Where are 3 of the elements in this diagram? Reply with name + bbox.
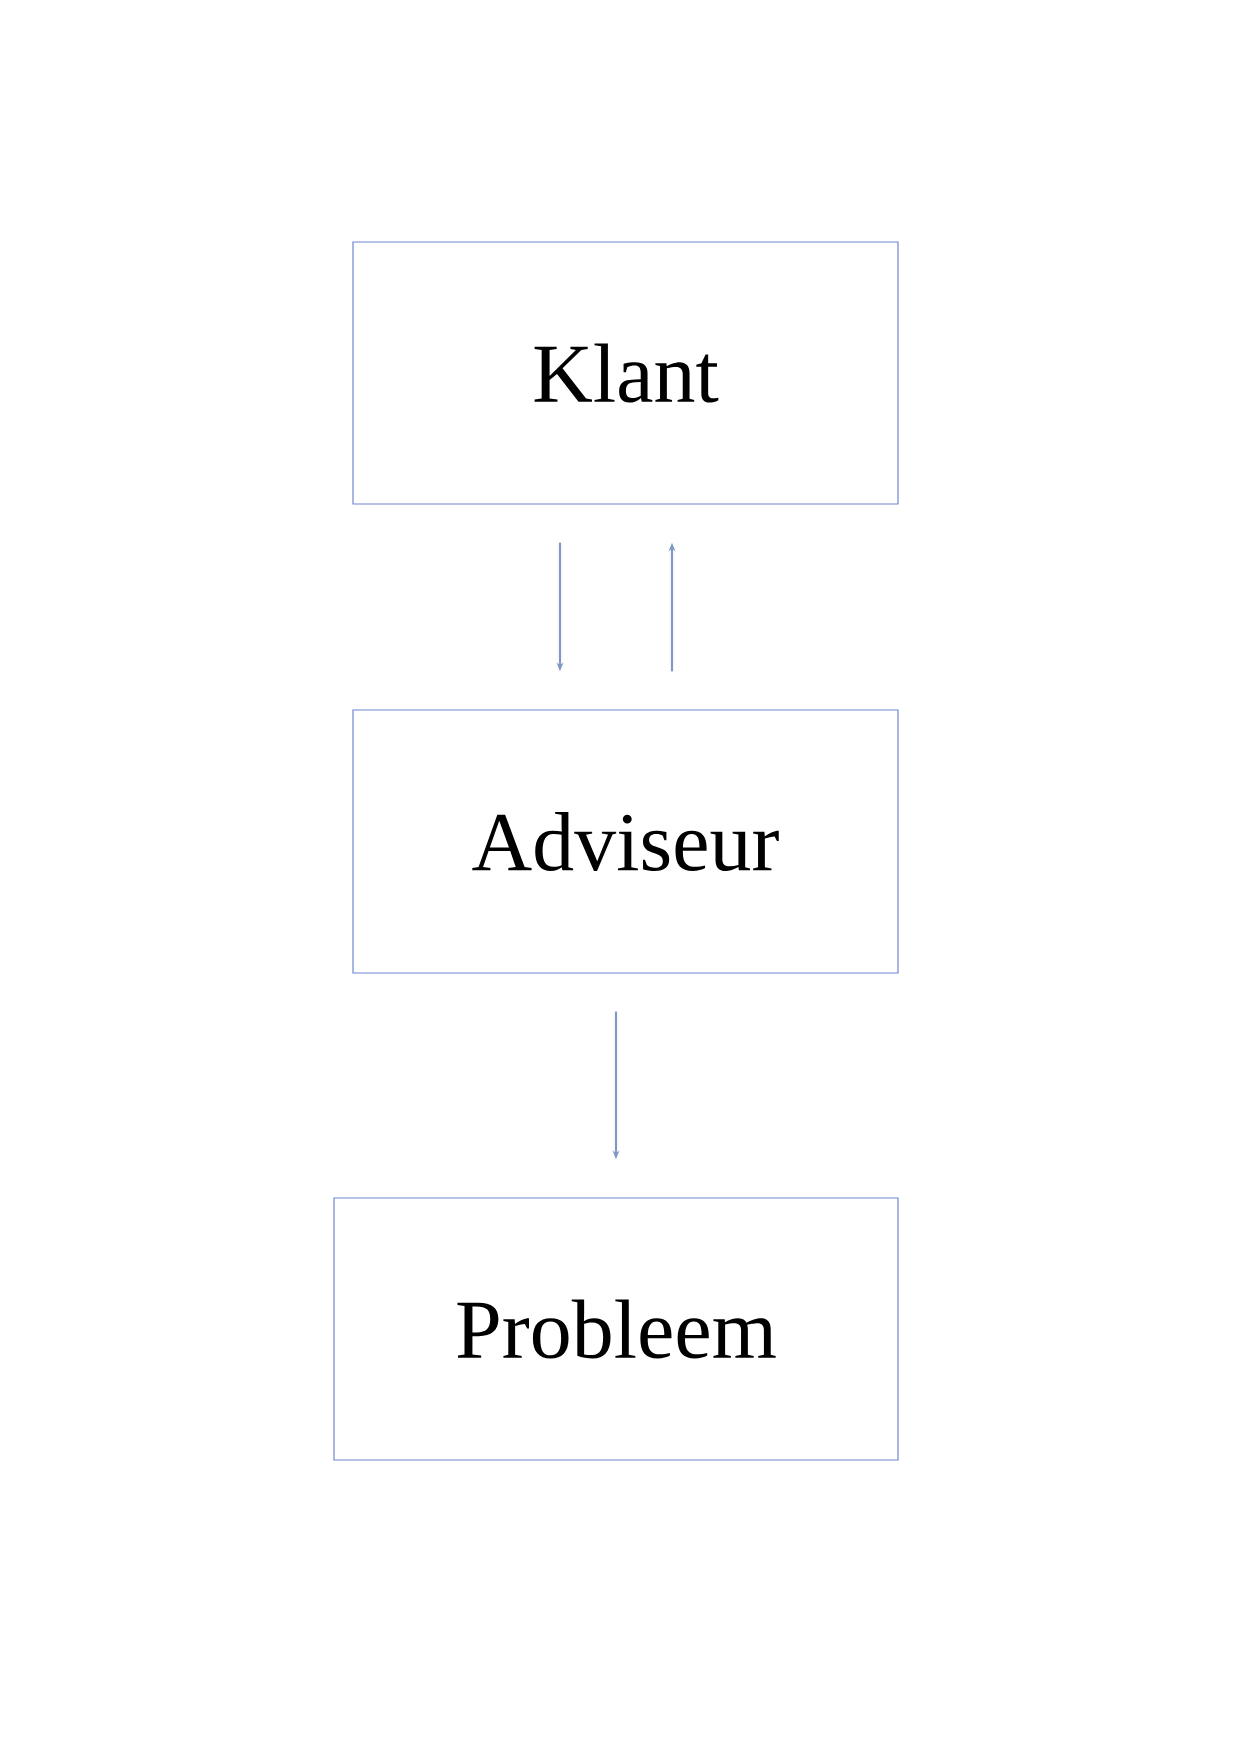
process-box: Klant [352,241,899,505]
process-box: Adviseur [352,709,899,974]
process-box: Probleem [333,1197,899,1461]
